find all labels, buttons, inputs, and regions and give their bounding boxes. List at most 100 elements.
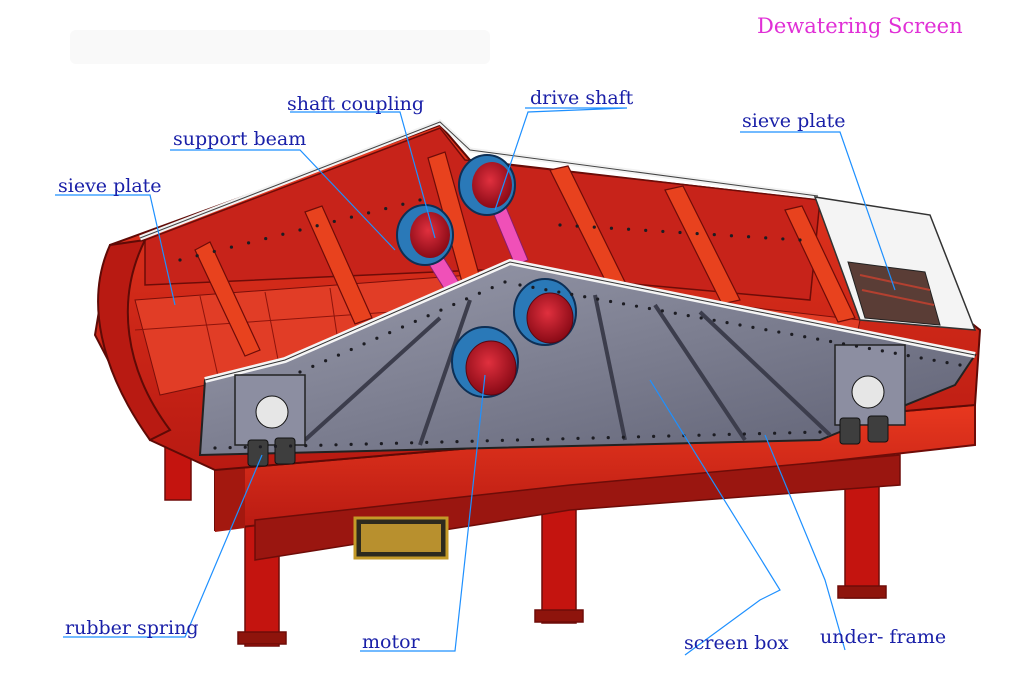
bolt-dot: [773, 431, 777, 435]
bolt-dot: [742, 432, 746, 436]
bolt-dot: [557, 290, 561, 294]
bolt-dot: [652, 434, 656, 438]
bolt-dot: [945, 361, 949, 365]
bolt-dot: [298, 228, 302, 232]
bolt-dot: [608, 299, 613, 304]
bolt-dot: [609, 226, 614, 230]
bolt-dot: [289, 444, 293, 448]
bolt-dot: [531, 438, 535, 442]
bolt-dot: [298, 370, 302, 374]
bolt-dot: [362, 342, 366, 346]
bolt-dot: [699, 316, 703, 320]
bolt-dot: [315, 224, 319, 228]
leader-sieve-plate-right: [740, 131, 896, 291]
bolt-dot: [729, 234, 734, 238]
bolt-dot: [644, 228, 648, 232]
bolt-dot: [212, 249, 216, 254]
bolt-dot: [281, 232, 285, 236]
bolt-dot: [818, 430, 822, 434]
bolt-dot: [264, 236, 268, 241]
bolt-dot: [932, 358, 936, 362]
bolt-dot: [500, 438, 504, 442]
bolt-dot: [243, 445, 247, 449]
label-sieve-plate-left: sieve plate: [58, 175, 162, 197]
bolt-dot: [606, 436, 610, 440]
bolt-dot: [544, 288, 548, 292]
bolt-dot: [561, 437, 565, 441]
bolt-dot: [828, 339, 833, 344]
bolt-dot: [906, 353, 910, 358]
bolt-dot: [660, 309, 664, 313]
bolt-dot: [592, 225, 596, 229]
bolt-dot: [334, 443, 338, 447]
bolt-dot: [452, 302, 456, 307]
bolt-dot: [485, 439, 489, 443]
bolt-dot: [349, 442, 353, 446]
bolt-dot: [854, 344, 859, 348]
bolt-dot: [258, 445, 262, 449]
bolt-dot: [781, 237, 785, 241]
bolt-dot: [803, 335, 807, 339]
bolt-dot: [400, 325, 405, 329]
bolt-dot: [375, 336, 379, 340]
bolt-dot: [673, 311, 677, 315]
bolt-dot: [790, 332, 794, 337]
bolt-dot: [440, 440, 444, 444]
bolt-dot: [634, 304, 639, 308]
bolt-dot: [738, 323, 742, 327]
bolt-dot: [336, 353, 341, 357]
bolt-dot: [401, 202, 405, 206]
bolt-dot: [439, 308, 443, 312]
bolt-dot: [558, 223, 562, 227]
bolt-dot: [503, 280, 507, 284]
leader-sieve-plate-left: [55, 194, 176, 306]
bolt-dot: [477, 291, 481, 295]
bolt-dot: [841, 342, 846, 346]
bolt-dot: [788, 431, 792, 435]
bolt-dot: [621, 435, 625, 439]
bolt-dot: [725, 321, 729, 325]
bolt-dot: [712, 233, 716, 237]
bolt-dot: [893, 351, 897, 355]
bolt-dot: [712, 433, 716, 437]
bolt-dot: [867, 346, 872, 351]
bolt-dot: [591, 436, 595, 440]
bolt-dot: [596, 297, 600, 301]
bolt-dot: [195, 254, 199, 258]
bolt-dot: [324, 359, 328, 363]
bolt-dot: [727, 432, 731, 436]
bolt-dot: [576, 436, 580, 440]
bolt-dot: [764, 328, 768, 332]
screen-box-side-plate: [198, 258, 977, 457]
bolt-dot: [349, 215, 354, 219]
bolt-dot: [777, 330, 781, 334]
bolt-dot: [425, 440, 429, 444]
bolt-dot: [575, 224, 579, 228]
bolt-dot: [518, 283, 522, 287]
bolt-dot: [349, 347, 353, 352]
label-sieve-plate-right: sieve plate: [742, 110, 846, 132]
label-drive-shaft: drive shaft: [530, 87, 634, 109]
vibration-motors: [451, 278, 577, 398]
bolt-dot: [661, 229, 665, 234]
bolt-dot: [229, 245, 234, 249]
bolt-dot: [273, 444, 278, 448]
bolt-dot: [304, 444, 308, 448]
bolt-dot: [455, 440, 459, 444]
bolt-dot: [413, 319, 417, 323]
label-shaft-coupling: shaft coupling: [287, 93, 425, 115]
bolt-dot: [636, 435, 641, 439]
bolt-dot: [515, 438, 520, 442]
bolt-dot: [546, 437, 550, 441]
bolt-dot: [751, 325, 755, 329]
right-end-housing: [813, 196, 977, 331]
bolt-dot: [464, 297, 469, 301]
label-motor: motor: [362, 631, 420, 653]
bolt-dot: [384, 206, 388, 211]
label-support-beam: support beam: [173, 128, 307, 150]
bolt-dot: [678, 230, 682, 235]
bolt-dot: [490, 286, 494, 290]
leader-screen-box: [649, 379, 781, 656]
bolt-dot: [919, 356, 923, 360]
